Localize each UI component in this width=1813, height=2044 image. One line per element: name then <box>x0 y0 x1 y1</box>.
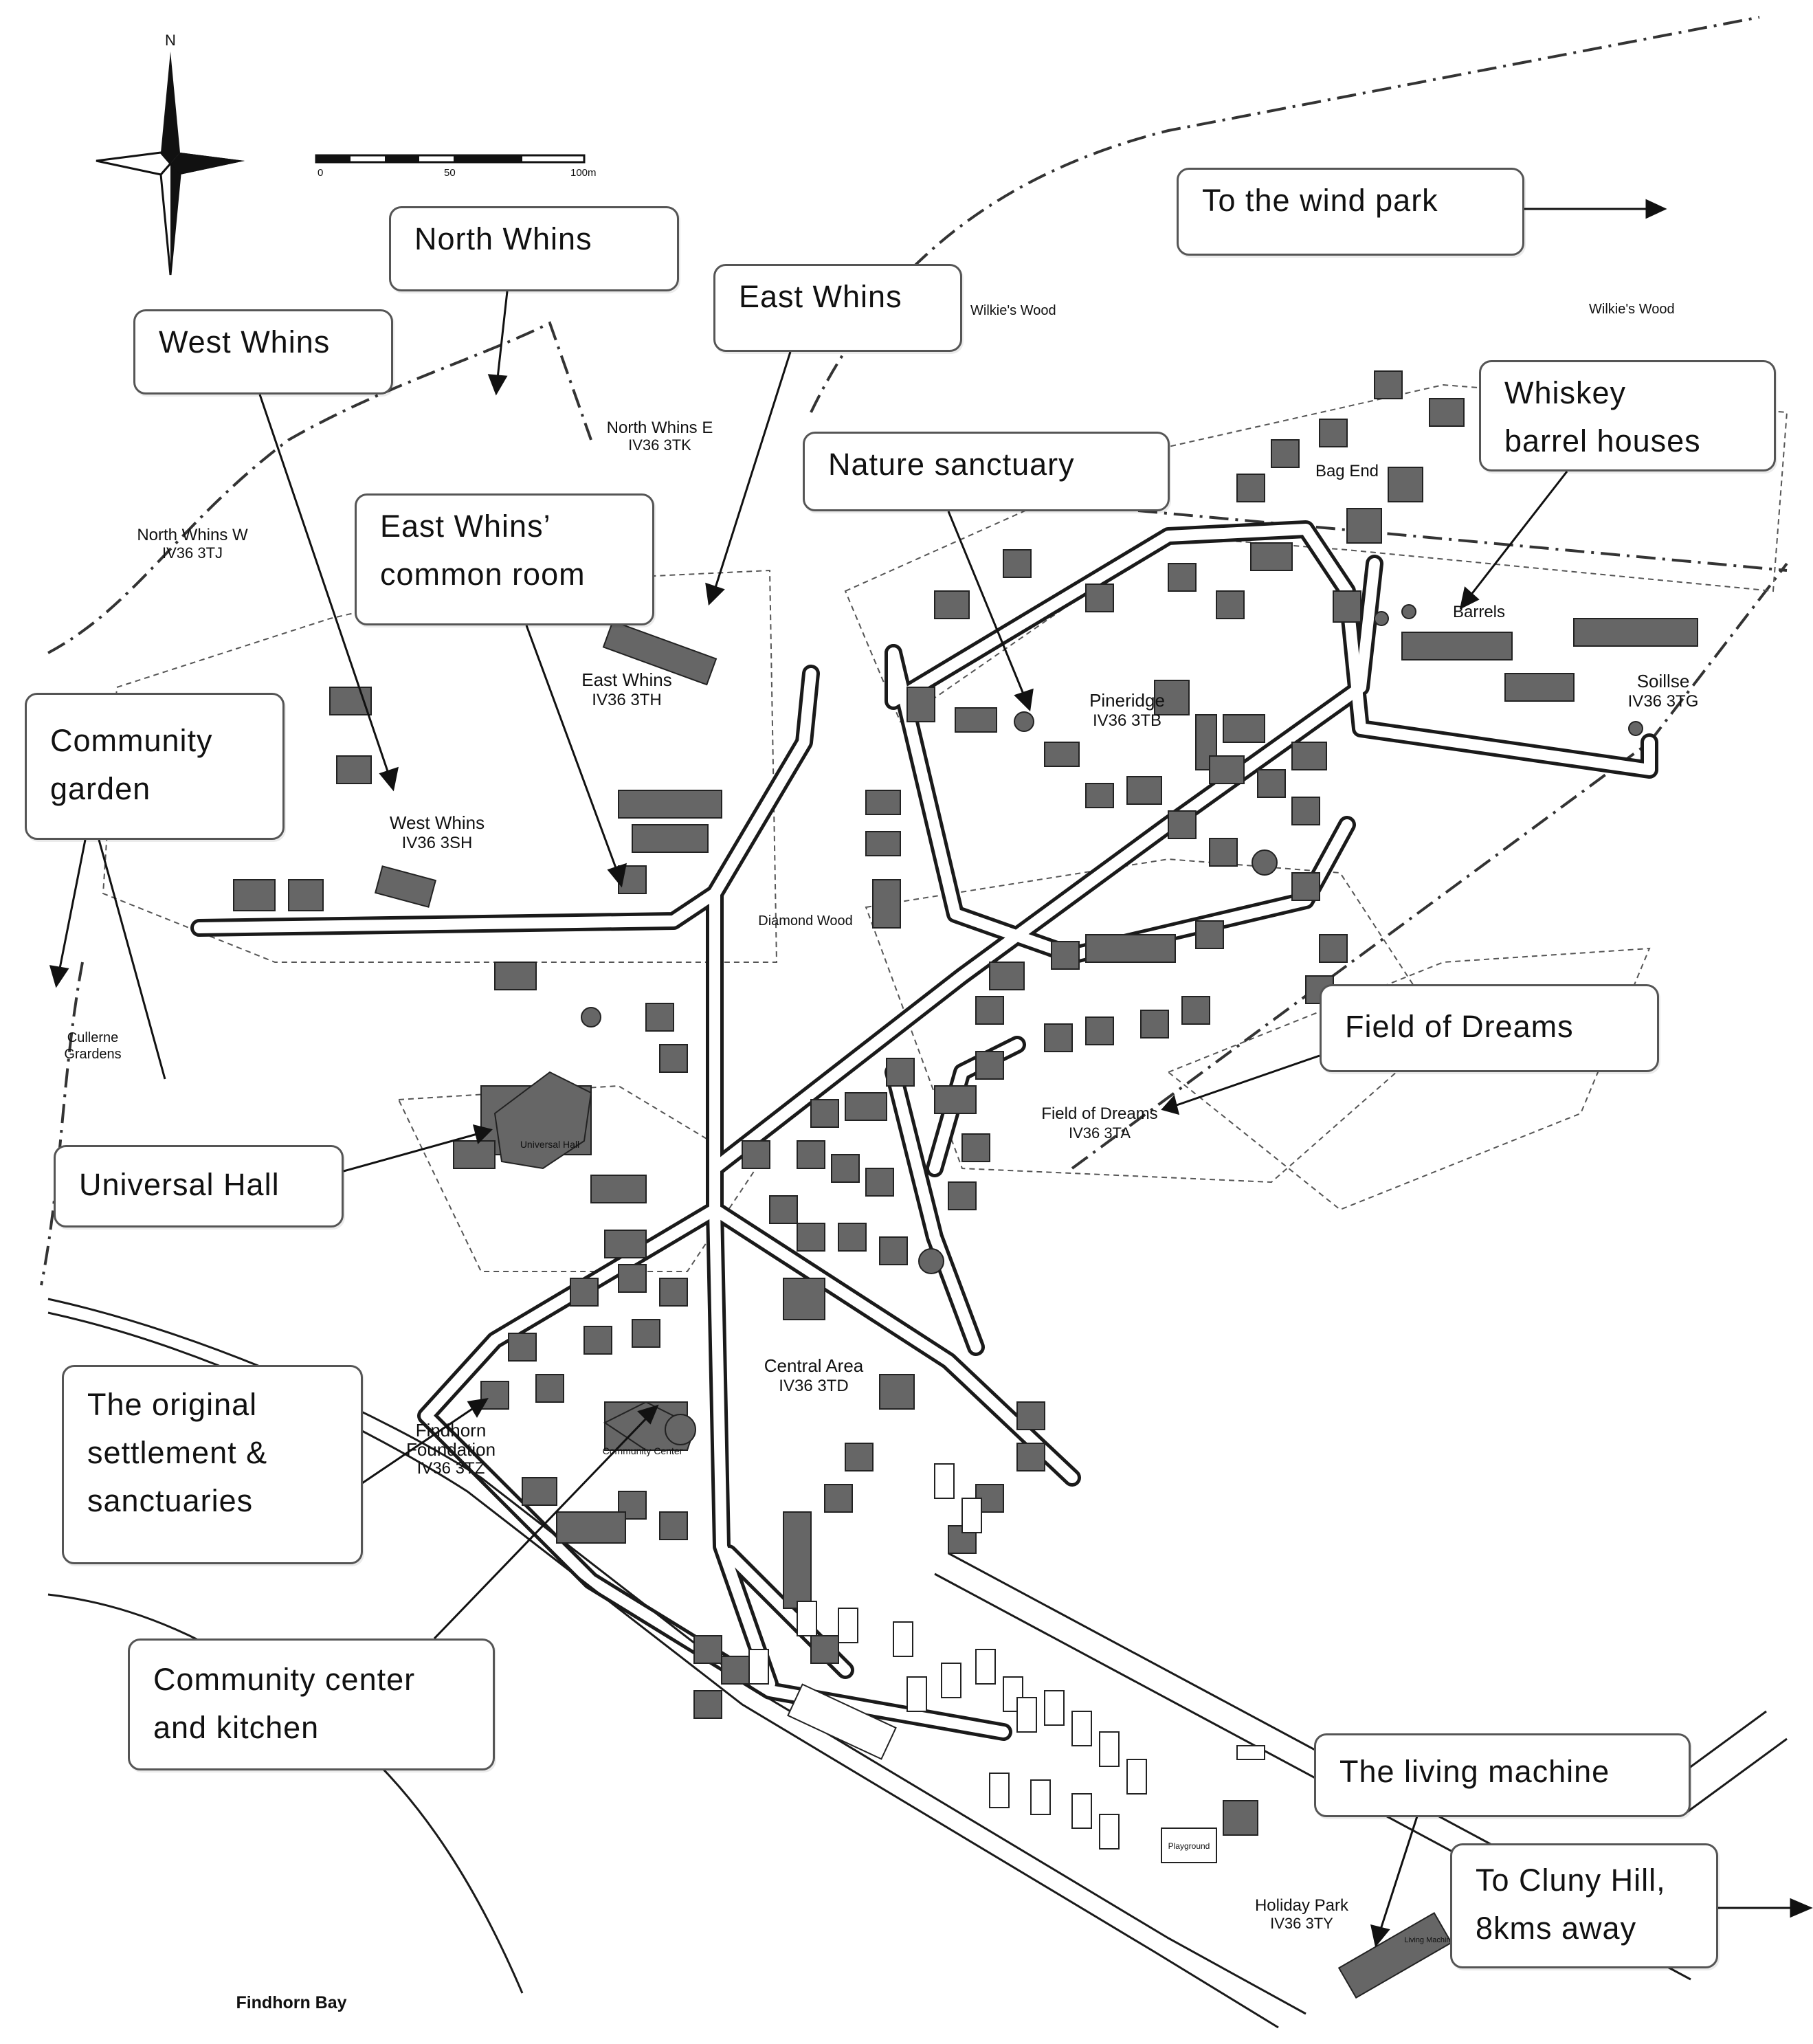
callout-living-machine: The living machine <box>1314 1733 1691 1817</box>
callout-cluny-line1: To Cluny Hill, <box>1476 1863 1666 1898</box>
callout-living-machine-text: The living machine <box>1339 1754 1610 1789</box>
callout-whiskey-barrel-houses: Whiskey barrel houses <box>1479 360 1776 471</box>
label-findhorn-foundation-code: IV36 3TZ <box>417 1459 485 1478</box>
callout-community-center-line2: and kitchen <box>153 1710 320 1745</box>
label-east-whins: East Whins <box>581 669 672 690</box>
callout-east-whins-common-room: East Whins’ common room <box>355 493 654 625</box>
site-boundary <box>40 16 1788 1286</box>
label-pineridge-code: IV36 3TB <box>1093 711 1161 730</box>
label-north-whins-e: North Whins E <box>607 419 713 437</box>
label-central-area-code: IV36 3TD <box>779 1377 848 1395</box>
callout-north-whins: North Whins <box>389 206 679 291</box>
callout-original-settlement: The original settlement & sanctuaries <box>62 1365 363 1564</box>
callout-east-whins-text: East Whins <box>739 279 902 314</box>
label-bag-end: Bag End <box>1315 462 1379 480</box>
callout-common-room-line2: common room <box>380 557 586 592</box>
callout-whiskey-line2: barrel houses <box>1504 423 1701 458</box>
callout-cluny-line2: 8kms away <box>1476 1911 1637 1946</box>
callout-east-whins: East Whins <box>713 264 962 352</box>
label-east-whins-code: IV36 3TH <box>592 691 661 709</box>
callout-community-garden-line2: garden <box>50 771 151 806</box>
scale-tick-0: 0 <box>318 167 323 179</box>
callout-common-room-line1: East Whins’ <box>380 509 551 544</box>
compass-north-label: N <box>165 32 176 49</box>
scale-tick-50: 50 <box>444 167 456 179</box>
label-findhorn-foundation-2: Foundation <box>406 1439 496 1460</box>
callout-wind-park-text: To the wind park <box>1202 183 1438 218</box>
label-universal-hall-small: Universal Hall <box>520 1139 579 1150</box>
label-field-of-dreams-code: IV36 3TA <box>1069 1124 1131 1142</box>
label-north-whins-w-code: IV36 3TJ <box>162 544 223 562</box>
label-cullerne-2: Grardens <box>64 1047 121 1062</box>
callout-whiskey-line1: Whiskey <box>1504 375 1627 410</box>
callout-original-line3: sanctuaries <box>87 1483 254 1518</box>
callout-original-line1: The original <box>87 1387 258 1422</box>
label-community-center-small: Community Center <box>603 1445 683 1456</box>
label-living-machine-small: Living Machine <box>1404 1936 1454 1944</box>
callout-nature-sanctuary: Nature sanctuary <box>803 432 1170 511</box>
label-wilkies-wood-2: Wilkie's Wood <box>1589 302 1675 317</box>
label-soillse: Soillse <box>1637 671 1690 691</box>
round-features <box>581 604 1643 1274</box>
callout-original-line2: settlement & <box>87 1435 268 1470</box>
landmark-buildings <box>493 1071 696 1451</box>
label-holiday-park: Holiday Park <box>1255 1896 1349 1915</box>
label-soillse-code: IV36 3TG <box>1628 692 1699 711</box>
callout-universal-hall-text: Universal Hall <box>79 1167 280 1202</box>
label-wilkies-wood-1: Wilkie's Wood <box>970 303 1056 318</box>
callout-west-whins-text: West Whins <box>159 324 331 359</box>
label-holiday-park-code: IV36 3TY <box>1270 1915 1333 1932</box>
label-pineridge: Pineridge <box>1089 690 1165 711</box>
callout-cluny-hill: To Cluny Hill, 8kms away <box>1450 1843 1718 1968</box>
callout-field-of-dreams-text: Field of Dreams <box>1345 1009 1574 1044</box>
label-cullerne-1: Cullerne <box>67 1030 118 1045</box>
callout-arrows <box>49 199 1813 1948</box>
label-north-whins-e-code: IV36 3TK <box>628 436 691 454</box>
callout-community-center: Community center and kitchen <box>128 1638 495 1770</box>
label-north-whins-w: North Whins W <box>137 526 248 544</box>
compass-icon <box>96 52 245 276</box>
callout-community-center-line1: Community center <box>153 1662 416 1697</box>
label-diamond-wood: Diamond Wood <box>758 913 852 929</box>
callout-community-garden-line1: Community <box>50 723 213 758</box>
callout-field-of-dreams: Field of Dreams <box>1320 984 1659 1072</box>
scale-tick-100m: 100m <box>570 167 597 179</box>
outline-buildings <box>748 1463 1265 1863</box>
scale-bar <box>315 154 586 164</box>
label-central-area: Central Area <box>764 1355 864 1376</box>
callout-community-garden: Community garden <box>25 693 285 840</box>
callout-nature-sanctuary-text: Nature sanctuary <box>828 447 1075 482</box>
label-west-whins: West Whins <box>390 812 485 833</box>
label-findhorn-bay: Findhorn Bay <box>236 1993 346 2012</box>
callout-universal-hall: Universal Hall <box>54 1145 344 1227</box>
label-field-of-dreams: Field of Dreams <box>1041 1104 1157 1123</box>
callout-wind-park: To the wind park <box>1177 168 1524 256</box>
label-west-whins-code: IV36 3SH <box>402 834 473 852</box>
callout-west-whins: West Whins <box>133 309 393 395</box>
callout-north-whins-text: North Whins <box>414 221 592 256</box>
label-playground: Playground <box>1168 1841 1210 1851</box>
